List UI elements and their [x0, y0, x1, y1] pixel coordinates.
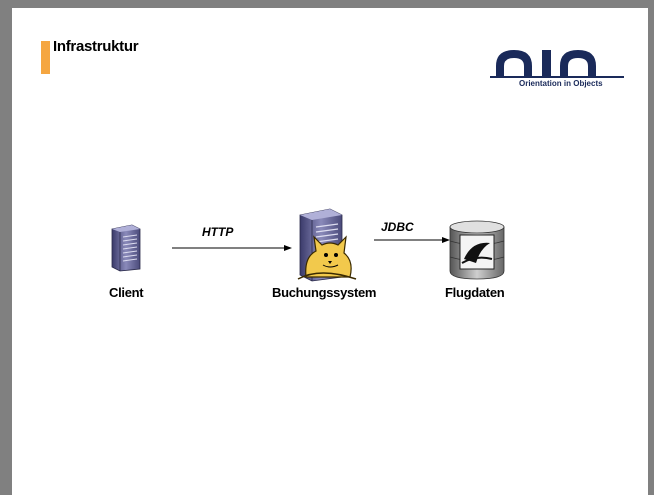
http-arrow: [172, 245, 292, 251]
oio-logo-icon: [490, 50, 624, 78]
jdbc-arrow: [374, 237, 450, 243]
server-tower-icon: [111, 224, 141, 272]
node-data-label: Flugdaten: [445, 285, 505, 300]
edge-jdbc-label: JDBC: [381, 220, 414, 234]
database-icon: [449, 220, 505, 280]
logo-tagline: Orientation in Objects: [519, 79, 603, 88]
tomcat-server-icon: [297, 208, 357, 282]
slide-title: Infrastruktur: [53, 38, 139, 55]
node-booking-label: Buchungssystem: [272, 285, 377, 300]
slide: Infrastruktur Orientation in Objects Cli…: [12, 8, 648, 495]
node-client-label: Client: [109, 285, 144, 300]
title-accent-bar: [41, 41, 50, 74]
edge-http-label: HTTP: [202, 225, 234, 239]
